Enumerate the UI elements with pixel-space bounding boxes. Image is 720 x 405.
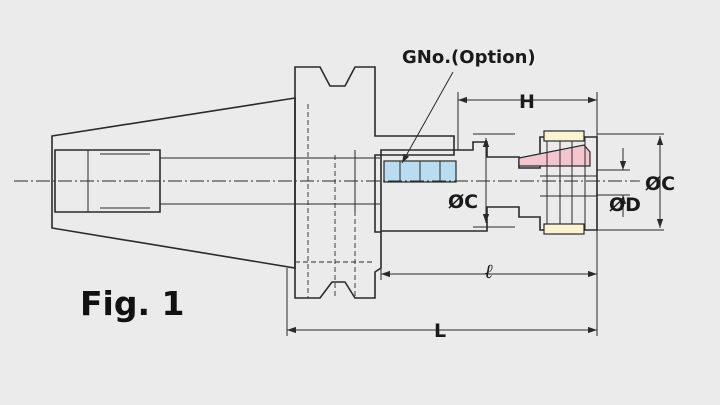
dim-phiD-label: ØD <box>609 194 641 216</box>
nut-slot-lower <box>543 223 585 235</box>
gno-option-label: GNo.(Option) <box>402 47 536 68</box>
figure-title: Fig. 1 <box>80 284 184 323</box>
dim-outer-phiC-label: ØC <box>645 173 675 195</box>
dim-inner-phiC-label: ØC <box>448 191 478 213</box>
flange-hidden-lines <box>295 104 375 298</box>
dim-L-label: L <box>434 320 446 342</box>
gno-leader-line <box>401 71 454 164</box>
pull-stud-bore <box>54 149 161 213</box>
extension-lines <box>286 92 664 336</box>
nut-slot-upper <box>543 130 585 142</box>
collet <box>518 144 591 167</box>
clamp-nut <box>540 137 597 230</box>
flange <box>294 66 455 299</box>
dim-l-label: ℓ <box>485 259 494 283</box>
dim-H-label: H <box>519 91 535 113</box>
